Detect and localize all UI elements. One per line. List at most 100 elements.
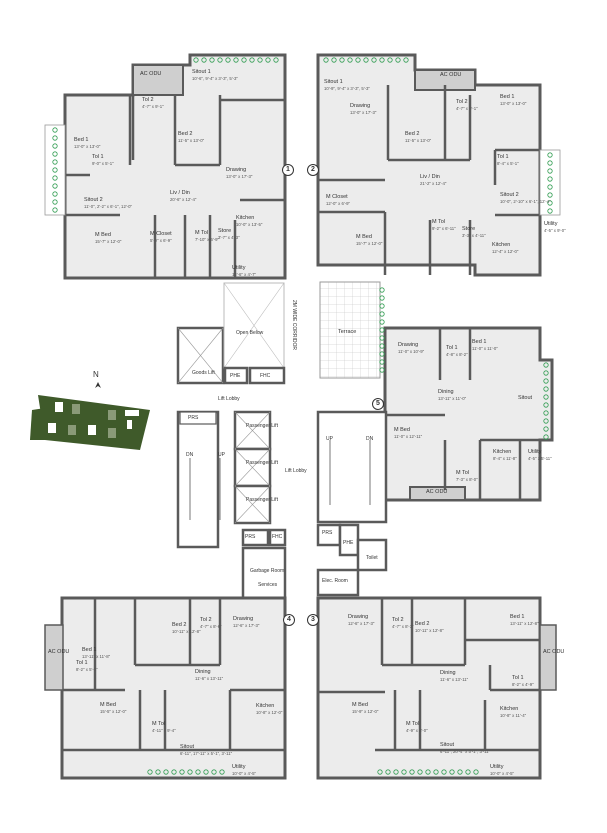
unit-number-5: 5 — [372, 398, 384, 410]
plant-icon — [379, 343, 385, 349]
room-name: Utility — [544, 221, 558, 227]
plant-icon — [355, 57, 361, 63]
plant-icon — [543, 378, 549, 384]
room-name: Utility — [528, 449, 542, 455]
plant-icon — [52, 167, 58, 173]
plant-icon — [543, 370, 549, 376]
plant-icon — [547, 152, 553, 158]
plant-icon — [543, 410, 549, 416]
room-dimensions: 4'-8" x 8'-2" — [446, 351, 468, 357]
room-name: Tol 1 — [76, 660, 88, 666]
room-dimensions: 13'-11" x 11'-0" — [438, 395, 467, 401]
core-label: Services — [258, 582, 278, 588]
room-label: AC ODU — [440, 72, 462, 79]
core-label: DN — [186, 452, 194, 458]
plant-icon — [331, 57, 337, 63]
room-name: Tol 1 — [497, 154, 509, 160]
room-label: AC ODU — [140, 71, 161, 78]
core-label: UP — [326, 436, 333, 442]
room-name: Utility — [490, 764, 504, 770]
room-label: AC ODU — [48, 649, 69, 656]
room-dimensions: 10'-0" x 13'-5" — [236, 221, 263, 227]
room-dimensions: 4'-5" x 9'-0" — [544, 227, 566, 233]
plant-icon — [543, 402, 549, 408]
room-label: Terrace — [338, 329, 357, 336]
room-dimensions: 8'-4" x 5'-1" — [497, 160, 519, 166]
room-dimensions: 11'-0" x 11'-0" — [472, 345, 498, 351]
plant-icon — [377, 769, 383, 775]
room-name: Drawing — [348, 614, 369, 620]
core-label: PRS — [322, 530, 333, 536]
plant-icon — [379, 327, 385, 333]
room-dimensions: 6'-11", 17'-11" x 5'-1", 3'-11" — [180, 750, 233, 756]
plant-icon — [547, 208, 553, 214]
room-dimensions: 15'-7" x 12'-0" — [356, 240, 383, 246]
room-label: AC ODU — [543, 649, 564, 656]
plant-icon — [433, 769, 439, 775]
core-label: PHE — [343, 540, 354, 546]
room-name: AC ODU — [440, 72, 462, 78]
room-dimensions: 7'-3" x 8'-0" — [456, 476, 478, 482]
core-label: Lift Lobby — [218, 396, 240, 402]
core-label: Passenger Lift — [246, 460, 278, 466]
room-name: Sitout 1 — [192, 69, 211, 75]
plant-icon — [547, 192, 553, 198]
plant-icon — [457, 769, 463, 775]
room-name: Sitout — [518, 395, 533, 401]
room-name: Sitout 1 — [324, 79, 343, 85]
room-name: Kitchen — [256, 703, 275, 709]
core-label: PRS — [188, 415, 199, 421]
plant-icon — [387, 57, 393, 63]
room-label: AC ODU — [426, 489, 447, 496]
room-name: Store — [462, 226, 476, 232]
plant-icon — [203, 769, 209, 775]
room-dimensions: 11'-0" x 12'-11" — [394, 433, 423, 439]
unit-number-1: 1 — [282, 164, 294, 176]
room-name: Utility — [232, 265, 246, 271]
room-name: Kitchen — [492, 242, 511, 248]
unit-number-4: 4 — [283, 614, 295, 626]
room-dimensions: 3'-7" x 4'-3" — [218, 234, 240, 240]
plant-icon — [403, 57, 409, 63]
room-name: Bed 1 — [74, 137, 89, 143]
plant-icon — [163, 769, 169, 775]
room-name: M Tol — [432, 219, 446, 225]
room-name: Drawing — [350, 103, 371, 109]
room-name: Terrace — [338, 329, 357, 335]
room-dimensions: 10'-11" x 12'-8" — [415, 627, 444, 633]
unit-number-3: 3 — [307, 614, 319, 626]
room-name: Drawing — [398, 342, 419, 348]
core-label: FHC — [260, 373, 271, 379]
plant-icon — [219, 769, 225, 775]
room-dimensions: 10'-0" x 4'-5" — [232, 770, 257, 776]
room-dimensions: 15'-9" x 12'-0" — [352, 708, 379, 714]
room-name: Dining — [438, 389, 454, 395]
room-dimensions: 5'-0" x 6'-9" — [150, 237, 172, 243]
room-name: Bed 1 — [500, 94, 515, 100]
room-name: Bed 2 — [178, 131, 193, 137]
room-name: Bed 2 — [415, 621, 430, 627]
plant-icon — [52, 151, 58, 157]
core-label: Elec. Room — [322, 578, 348, 584]
